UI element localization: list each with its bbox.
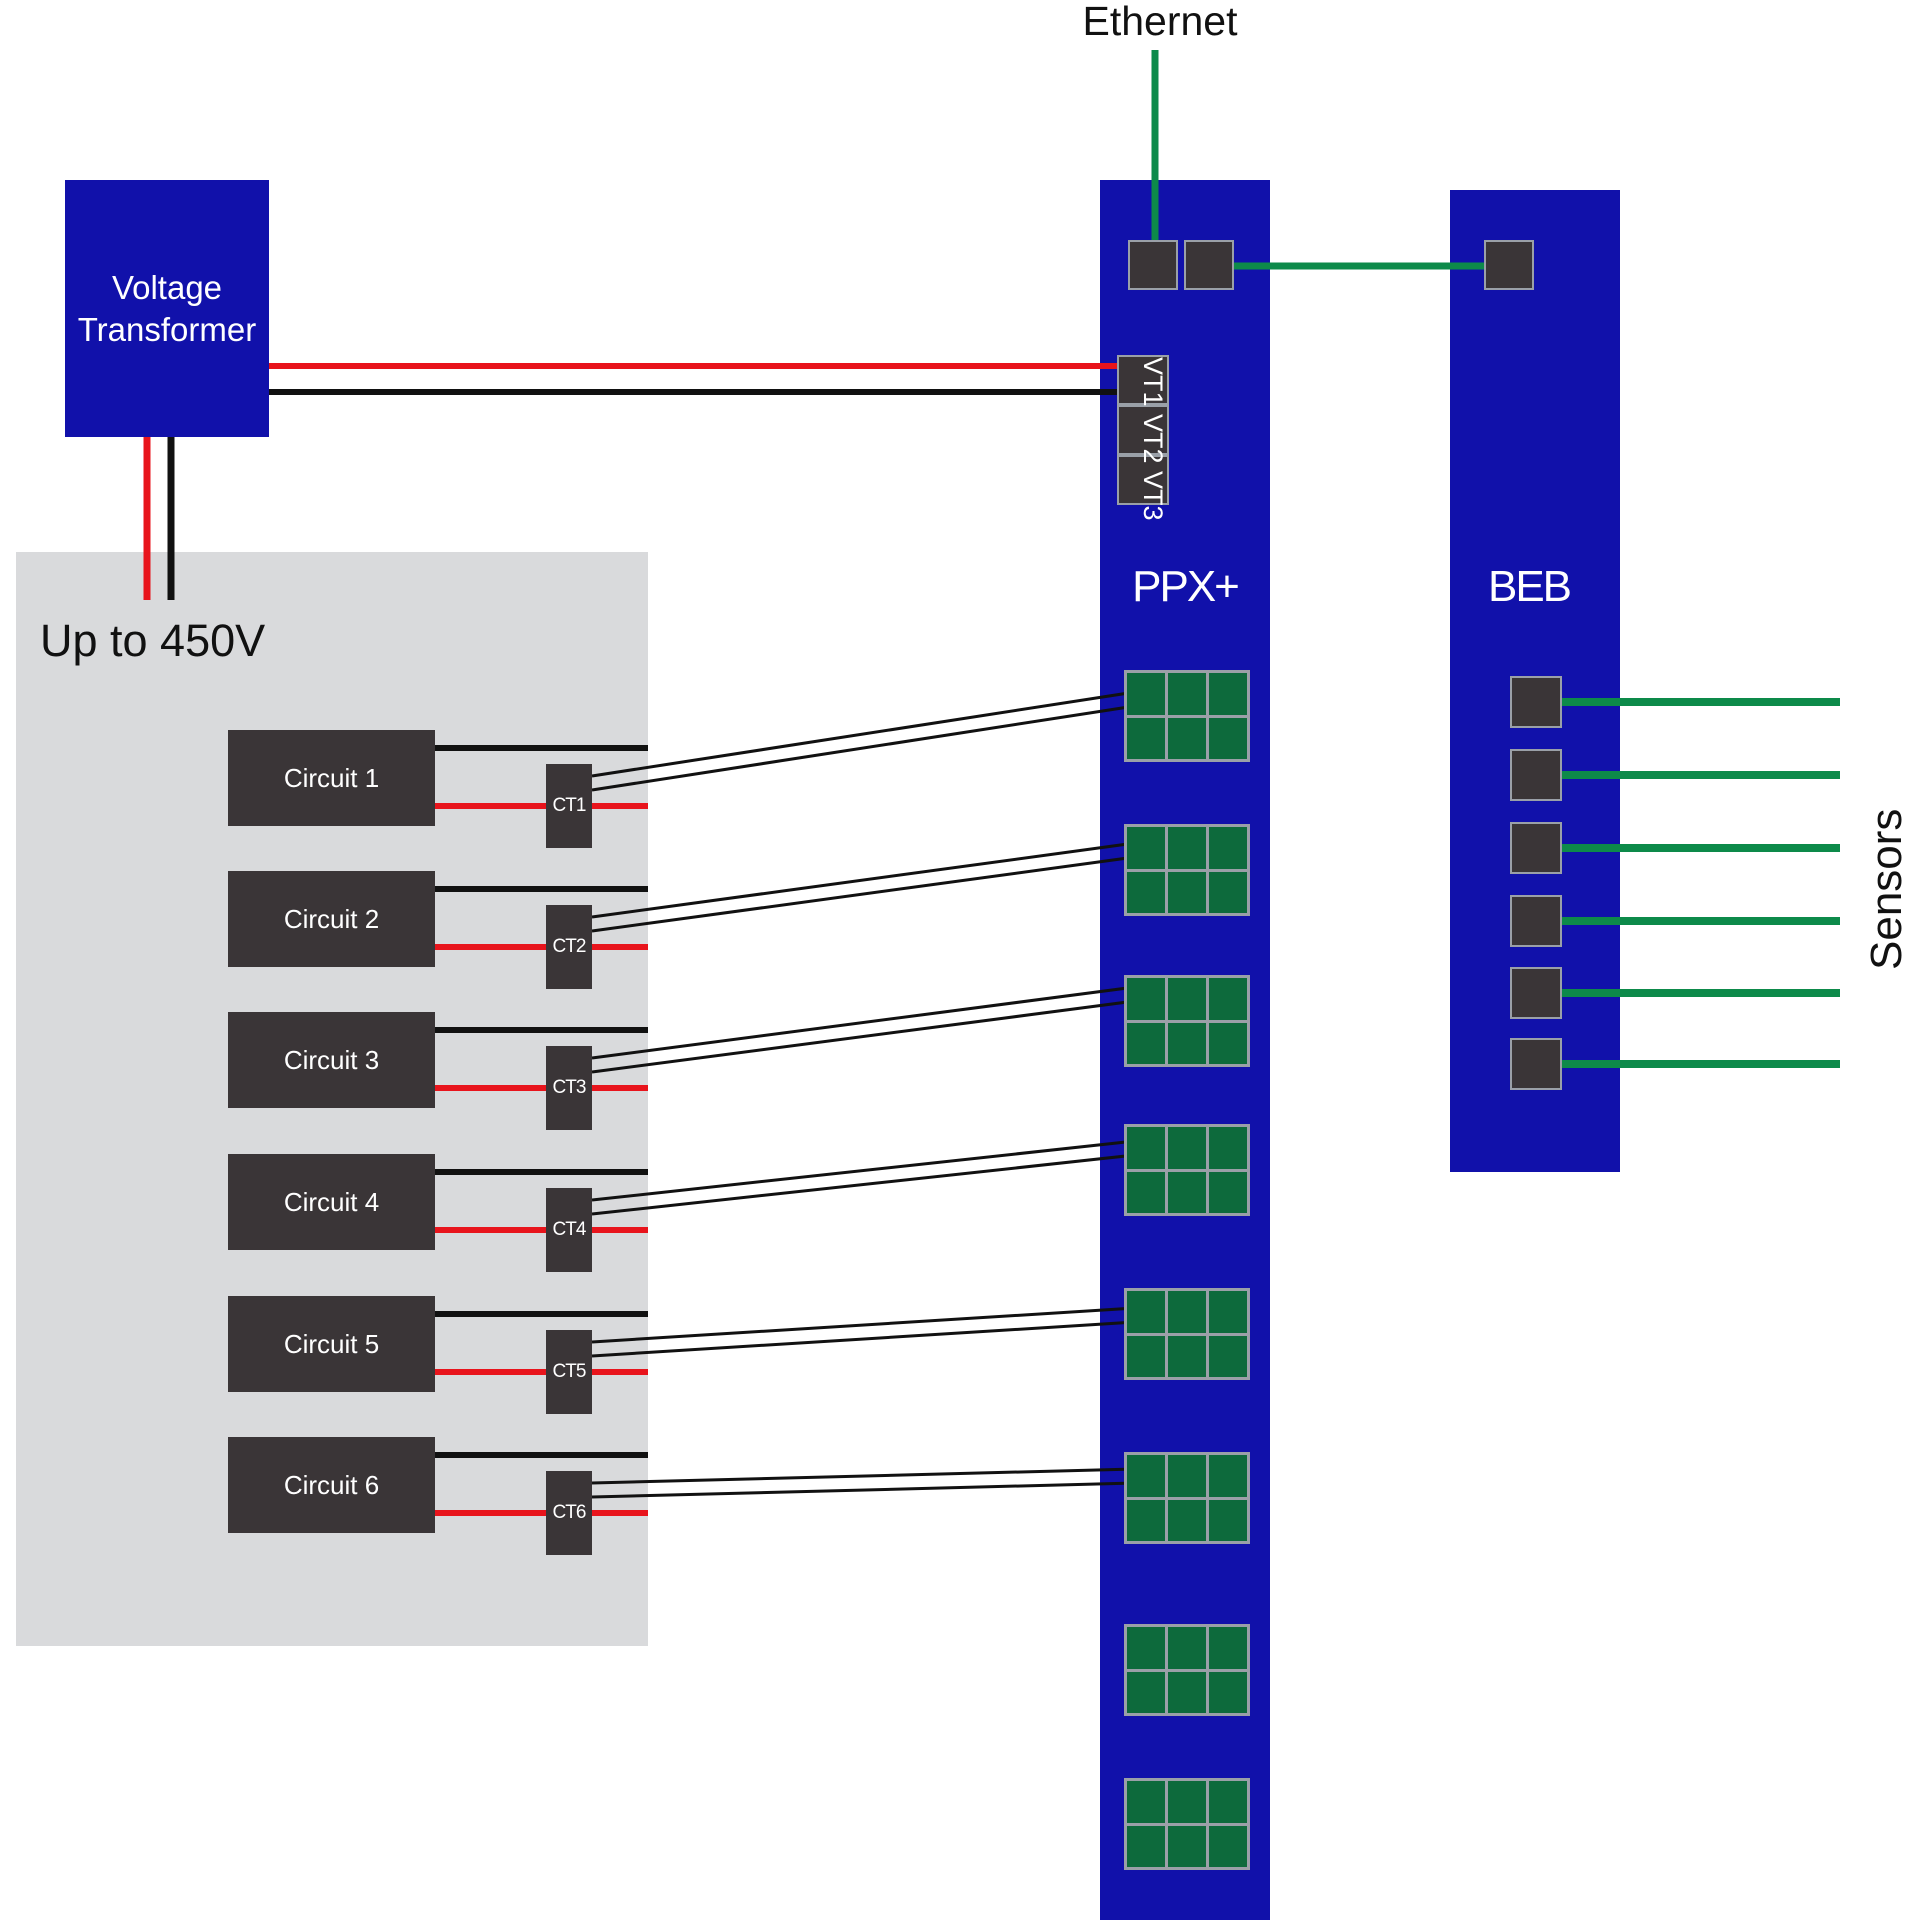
ct4-lead-1: [591, 1139, 1136, 1202]
ct-1: CT1: [546, 764, 592, 848]
ppx-label: PPX+: [1132, 562, 1240, 611]
ct1-lead-1: [591, 690, 1136, 778]
vt3-slot: [1117, 455, 1169, 505]
ct-5: CT5: [546, 1330, 592, 1414]
ppx-terminal-block-5: [1124, 1288, 1250, 1380]
ct5-lead-1: [591, 1306, 1136, 1344]
ct2-lead-2: [591, 855, 1136, 933]
ct5-lead-2: [591, 1320, 1136, 1358]
ppx-terminal-block-8: [1124, 1778, 1250, 1870]
beb-sensor-port-1: [1510, 676, 1562, 728]
ppx-ethernet-port-2: [1184, 240, 1234, 290]
voltage-transformer-label-line1: Voltage: [111, 268, 223, 306]
ct2-lead-1: [591, 841, 1136, 919]
circuit-6: Circuit 6: [228, 1437, 435, 1533]
voltage-transformer: Voltage Transformer: [65, 180, 269, 437]
vt2-slot: [1117, 405, 1169, 455]
ct3-lead-2: [591, 999, 1136, 1074]
sensors-label: Sensors: [1862, 808, 1911, 970]
ct-2: CT2: [546, 905, 592, 989]
circuit-5: Circuit 5: [228, 1296, 435, 1392]
vt1-slot: [1117, 355, 1169, 405]
circuit-2: Circuit 2: [228, 871, 435, 967]
ethernet-wires: [1151, 50, 1508, 270]
ppx-terminal-block-7: [1124, 1624, 1250, 1716]
ct4-lead-2: [591, 1153, 1136, 1216]
circuit-wires: [435, 690, 1136, 1516]
voltage-transformer-label-line2: Transformer: [77, 310, 257, 348]
beb-label: BEB: [1487, 562, 1572, 611]
ppx-terminal-block-1: [1124, 670, 1250, 762]
ct3-lead-1: [591, 985, 1136, 1060]
voltage-range-label: Up to 450V: [40, 615, 266, 666]
ct6-lead-2: [591, 1481, 1136, 1499]
circuit-3: Circuit 3: [228, 1012, 435, 1108]
circuit-4: Circuit 4: [228, 1154, 435, 1250]
beb-sensor-port-3: [1510, 822, 1562, 874]
beb-ethernet-port: [1484, 240, 1534, 290]
vt-slots-label: VT1 VT2 VT3: [1138, 357, 1168, 521]
ppx-terminal-block-3: [1124, 975, 1250, 1067]
ppx-terminal-block-6: [1124, 1452, 1250, 1544]
ppx-terminal-block-4: [1124, 1124, 1250, 1216]
ppx-ethernet-port-1: [1128, 240, 1178, 290]
ethernet-label: Ethernet: [1082, 0, 1238, 44]
ct6-lead-1: [591, 1467, 1136, 1485]
beb-sensor-port-6: [1510, 1038, 1562, 1090]
ct-3: CT3: [546, 1046, 592, 1130]
beb-sensor-port-5: [1510, 967, 1562, 1019]
voltage-input-wires: [143, 363, 1143, 600]
ct-4: CT4: [546, 1188, 592, 1272]
sensor-wires: [1538, 698, 1840, 1068]
circuit-1: Circuit 1: [228, 730, 435, 826]
ct-6: CT6: [546, 1471, 592, 1555]
beb-sensor-port-4: [1510, 895, 1562, 947]
beb-sensor-port-2: [1510, 749, 1562, 801]
ct1-lead-2: [591, 704, 1136, 792]
ppx-terminal-block-2: [1124, 824, 1250, 916]
